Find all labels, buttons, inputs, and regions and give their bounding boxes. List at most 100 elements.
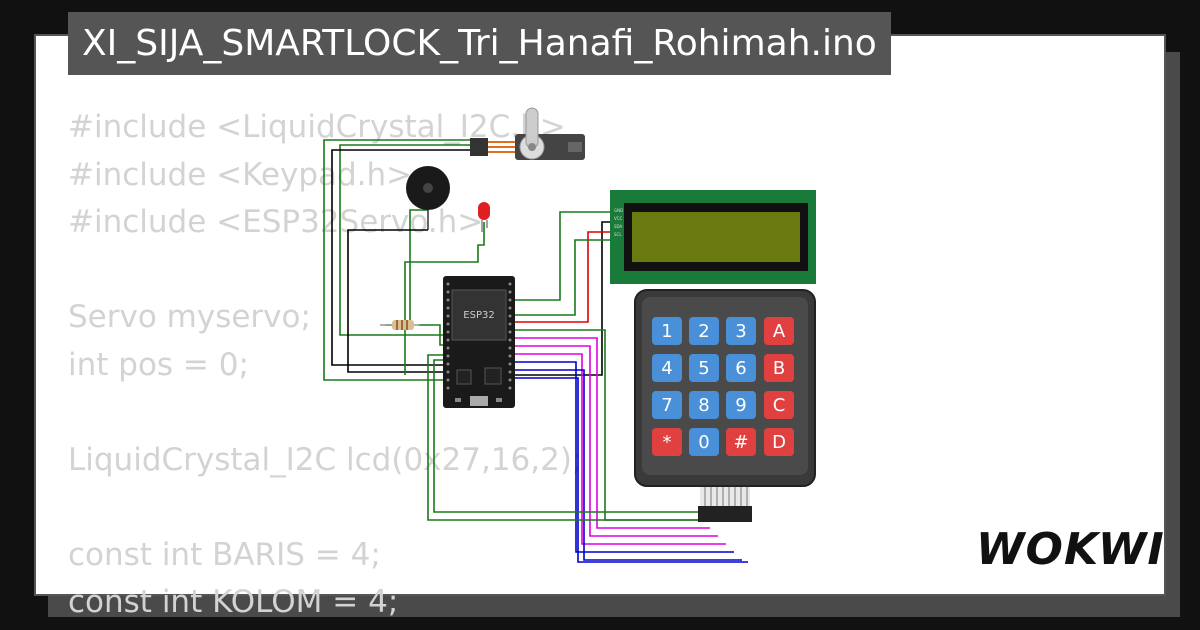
keypad-key-label: 5 <box>698 358 709 379</box>
wire <box>512 345 718 537</box>
servo-screw-icon <box>528 143 536 151</box>
lcd-pin-label: VCC <box>614 216 623 221</box>
wire <box>404 222 485 375</box>
wokwi-logo: WOKWI <box>976 524 1165 575</box>
keypad-key-7[interactable]: 7 <box>652 391 682 419</box>
led-body <box>478 202 490 220</box>
wire <box>512 353 726 545</box>
keypad-key-cap <box>726 317 756 345</box>
keypad-key-*[interactable]: * <box>652 428 682 456</box>
wire <box>512 231 620 323</box>
keypad-key-9[interactable]: 9 <box>726 391 756 419</box>
keypad-key-cap <box>652 317 682 345</box>
keypad-key-cap <box>764 354 794 382</box>
page-title: XI_SIJA_SMARTLOCK_Tri_Hanafi_Rohimah.ino <box>68 12 891 75</box>
usb-port <box>470 396 488 406</box>
led-legs <box>481 220 488 232</box>
keypad-key-label: 8 <box>698 395 709 416</box>
code-line: const int BARIS = 4; <box>68 536 381 573</box>
esp32-chip <box>484 367 502 385</box>
keypad-key-label: # <box>733 432 748 453</box>
keypad-cable-lines <box>704 487 748 509</box>
lcd-display[interactable]: GND VCC SDA SCL <box>610 190 816 284</box>
keypad-key-1[interactable]: 1 <box>652 317 682 345</box>
keypad-key-cap <box>689 317 719 345</box>
keypad-key-5[interactable]: 5 <box>689 354 719 382</box>
keypad-key-label: D <box>772 432 786 453</box>
resistor[interactable] <box>380 320 420 330</box>
keypad-key-D[interactable]: D <box>764 428 794 456</box>
keypad-key-4[interactable]: 4 <box>652 354 682 382</box>
keypad-key-label: B <box>773 358 785 379</box>
wire <box>512 369 742 561</box>
wire <box>512 337 710 529</box>
code-line: #include <Keypad.h> <box>68 156 413 193</box>
keypad-key-cap <box>689 428 719 456</box>
code-line: #include <LiquidCrystal_I2C.h> <box>68 109 566 145</box>
servo-cable <box>488 141 515 153</box>
keypad-key-0[interactable]: 0 <box>689 428 719 456</box>
keypad-key-label: A <box>773 321 786 342</box>
wire <box>323 139 470 381</box>
keypad-key-B[interactable]: B <box>764 354 794 382</box>
servo-mount <box>568 142 582 152</box>
keypad-key-label: 2 <box>698 321 709 342</box>
keypad-key-label: * <box>663 432 672 453</box>
keypad-key-cap <box>764 428 794 456</box>
esp32-chip <box>456 369 472 385</box>
keypad-cable <box>700 487 750 509</box>
resistor-body <box>392 320 414 330</box>
keypad-key-cap <box>652 354 682 382</box>
keypad-key-8[interactable]: 8 <box>689 391 719 419</box>
wire <box>331 149 470 366</box>
keypad-key-label: 6 <box>735 358 746 379</box>
esp32-board[interactable]: ESP32 <box>443 276 515 408</box>
wire <box>512 221 620 376</box>
buzzer[interactable] <box>406 166 450 230</box>
lcd-screen <box>632 212 800 262</box>
keypad-key-6[interactable]: 6 <box>726 354 756 382</box>
keypad-key-label: 7 <box>661 395 672 416</box>
lcd-pin-label: SCL <box>614 232 622 237</box>
code-line: Servo myservo; <box>68 299 311 335</box>
wire <box>512 377 748 563</box>
esp32-pins <box>446 282 512 390</box>
keypad-key-cap <box>652 428 682 456</box>
lcd-pin-label: GND <box>614 208 623 213</box>
wire <box>512 361 734 553</box>
keypad-key-C[interactable]: C <box>764 391 794 419</box>
keypad-key-label: 1 <box>661 321 672 342</box>
keypad-key-A[interactable]: A <box>764 317 794 345</box>
red-led[interactable] <box>478 202 490 232</box>
esp32-module <box>451 289 507 341</box>
esp32-label: ESP32 <box>463 310 494 321</box>
keypad-key-cap <box>764 391 794 419</box>
keypad-key-label: 3 <box>735 321 746 342</box>
keypad-key-3[interactable]: 3 <box>726 317 756 345</box>
wire <box>347 229 455 373</box>
keypad[interactable]: 1 2 3 A 4 5 6 B 7 8 9 C * 0 # D <box>634 289 816 522</box>
keypad-key-label: 9 <box>735 395 746 416</box>
servo-motor[interactable] <box>470 107 585 160</box>
wire <box>427 354 700 521</box>
servo-horn <box>525 107 539 149</box>
servo-connector <box>470 138 488 156</box>
resistor-bands <box>396 320 408 330</box>
keypad-key-label: 4 <box>661 358 672 379</box>
keypad-key-cap <box>764 317 794 345</box>
keypad-key-label: C <box>773 395 786 416</box>
keypad-key-2[interactable]: 2 <box>689 317 719 345</box>
keypad-key-cap <box>652 391 682 419</box>
keypad-key-cap <box>689 354 719 382</box>
keypad-key-#[interactable]: # <box>726 428 756 456</box>
code-preview: #include <LiquidCrystal_I2C.h> #include … <box>68 104 582 627</box>
keypad-connector <box>698 506 752 522</box>
buzzer-hole <box>423 183 433 193</box>
button <box>496 398 502 402</box>
code-line: int pos = 0; <box>68 346 249 383</box>
preview-card: #include <LiquidCrystal_I2C.h> #include … <box>34 34 1166 620</box>
wire <box>339 144 470 336</box>
keypad-key-cap <box>689 391 719 419</box>
keypad-key-cap <box>726 428 756 456</box>
